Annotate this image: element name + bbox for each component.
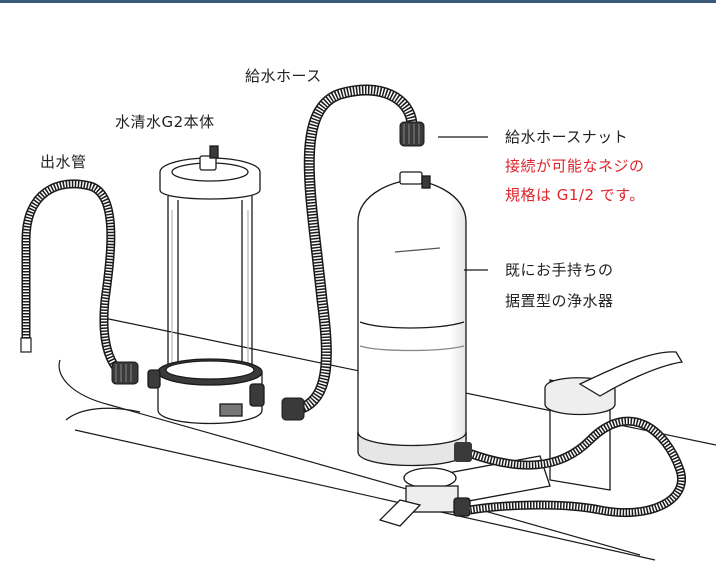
label-existing-filter-line2: 据置型の浄水器 [505, 292, 614, 310]
existing-filter [357, 171, 467, 467]
faucet-hoses [454, 416, 686, 518]
label-existing-filter-line1: 既にお手持ちの [505, 261, 614, 279]
label-supply-hose: 給水ホース [245, 67, 322, 85]
note-thread-line1: 接続が可能なネジの [505, 157, 645, 175]
faucet [378, 351, 684, 527]
outlet-pipe [20, 179, 139, 385]
note-thread-line2: 規格は G1/2 です。 [505, 186, 645, 204]
leader-lines [438, 136, 488, 271]
label-outlet-pipe: 出水管 [40, 153, 87, 171]
label-unit-body: 水清水G2本体 [115, 113, 215, 131]
supply-hose [281, 84, 425, 421]
purifier-unit [147, 145, 265, 425]
label-hose-nut: 給水ホースナット [505, 128, 629, 146]
top-accent-rule [0, 0, 716, 3]
